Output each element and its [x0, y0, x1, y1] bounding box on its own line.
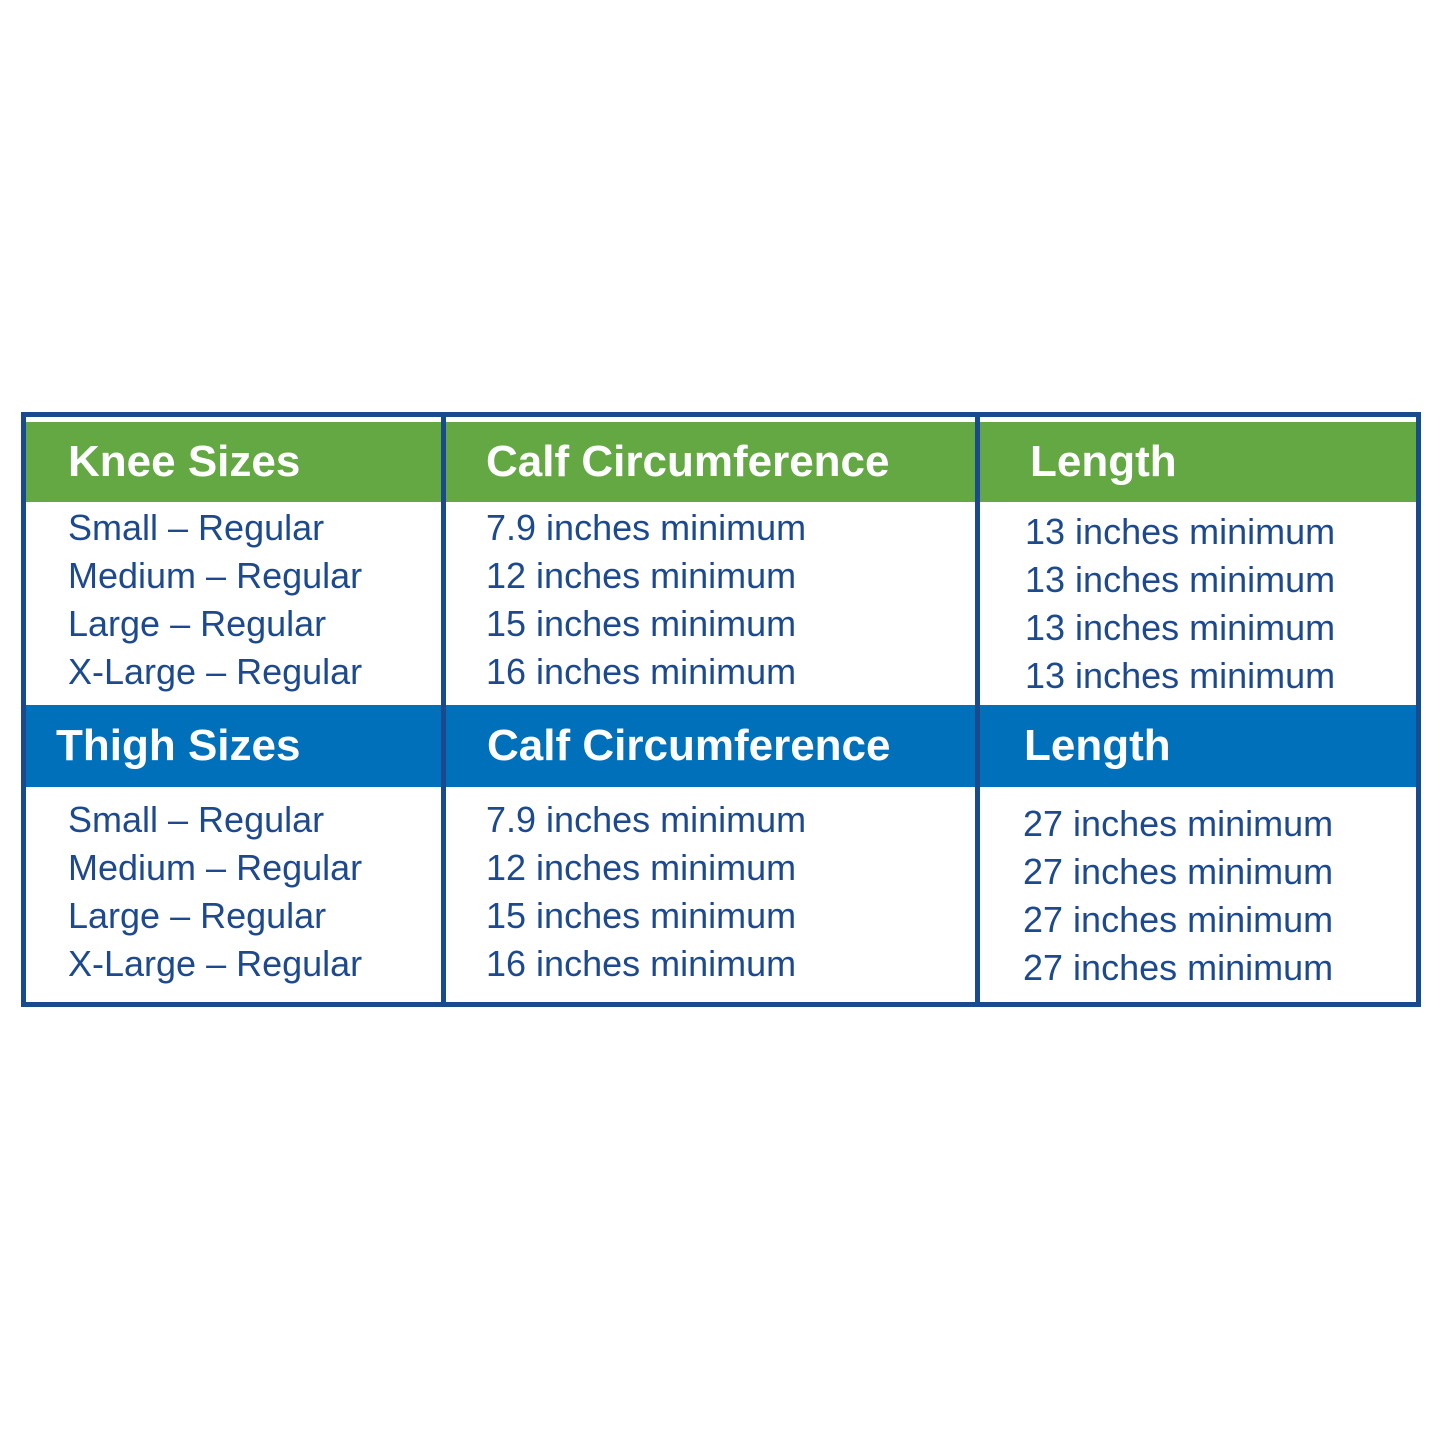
knee-calf-column: 7.9 inches minimum 12 inches minimum 15 … — [486, 504, 806, 696]
knee-calf-cell: 12 inches minimum — [486, 555, 797, 596]
knee-sizes-column: Small – Regular Medium – Regular Large –… — [68, 504, 362, 696]
thigh-sizes-header: Thigh Sizes — [56, 721, 301, 770]
size-chart-table: Knee Sizes Calf Circumference Length Sma… — [21, 412, 1421, 1007]
knee-length-cell: 13 inches minimum — [1025, 655, 1336, 696]
knee-calf-cell: 15 inches minimum — [486, 603, 797, 644]
thigh-calf-column: 7.9 inches minimum 12 inches minimum 15 … — [486, 796, 806, 988]
thigh-sizes-column: Small – Regular Medium – Regular Large –… — [68, 796, 362, 988]
knee-length-header: Length — [1030, 437, 1177, 486]
knee-length-cell: 13 inches minimum — [1025, 607, 1336, 648]
thigh-header-row: Thigh Sizes Calf Circumference Length — [26, 705, 1416, 787]
thigh-calf-cell: 12 inches minimum — [486, 847, 797, 888]
thigh-length-header: Length — [1024, 721, 1171, 770]
thigh-length-cell: 27 inches minimum — [1023, 803, 1334, 844]
knee-length-cell: 13 inches minimum — [1025, 511, 1336, 552]
thigh-length-cell: 27 inches minimum — [1023, 899, 1334, 940]
knee-calf-cell: 16 inches minimum — [486, 651, 797, 692]
thigh-calf-header: Calf Circumference — [487, 721, 891, 770]
knee-length-cell: 13 inches minimum — [1025, 559, 1336, 600]
knee-size-cell: Large – Regular — [68, 603, 327, 644]
thigh-length-cell: 27 inches minimum — [1023, 851, 1334, 892]
column-divider — [441, 417, 446, 1002]
thigh-size-cell: Medium – Regular — [68, 847, 363, 888]
thigh-length-column: 27 inches minimum 27 inches minimum 27 i… — [1023, 800, 1333, 992]
column-divider — [975, 417, 980, 1002]
knee-size-cell: X-Large – Regular — [68, 651, 363, 692]
thigh-calf-cell: 15 inches minimum — [486, 895, 797, 936]
knee-size-cell: Medium – Regular — [68, 555, 363, 596]
thigh-size-cell: Large – Regular — [68, 895, 327, 936]
knee-size-cell: Small – Regular — [68, 507, 325, 548]
thigh-size-cell: X-Large – Regular — [68, 943, 363, 984]
thigh-length-cell: 27 inches minimum — [1023, 947, 1334, 988]
knee-calf-header: Calf Circumference — [486, 437, 890, 486]
knee-length-column: 13 inches minimum 13 inches minimum 13 i… — [1025, 508, 1335, 700]
thigh-calf-cell: 16 inches minimum — [486, 943, 797, 984]
thigh-size-cell: Small – Regular — [68, 799, 325, 840]
knee-calf-cell: 7.9 inches minimum — [486, 507, 807, 548]
knee-header-row: Knee Sizes Calf Circumference Length — [26, 422, 1416, 502]
thigh-calf-cell: 7.9 inches minimum — [486, 799, 807, 840]
knee-sizes-header: Knee Sizes — [68, 437, 301, 486]
